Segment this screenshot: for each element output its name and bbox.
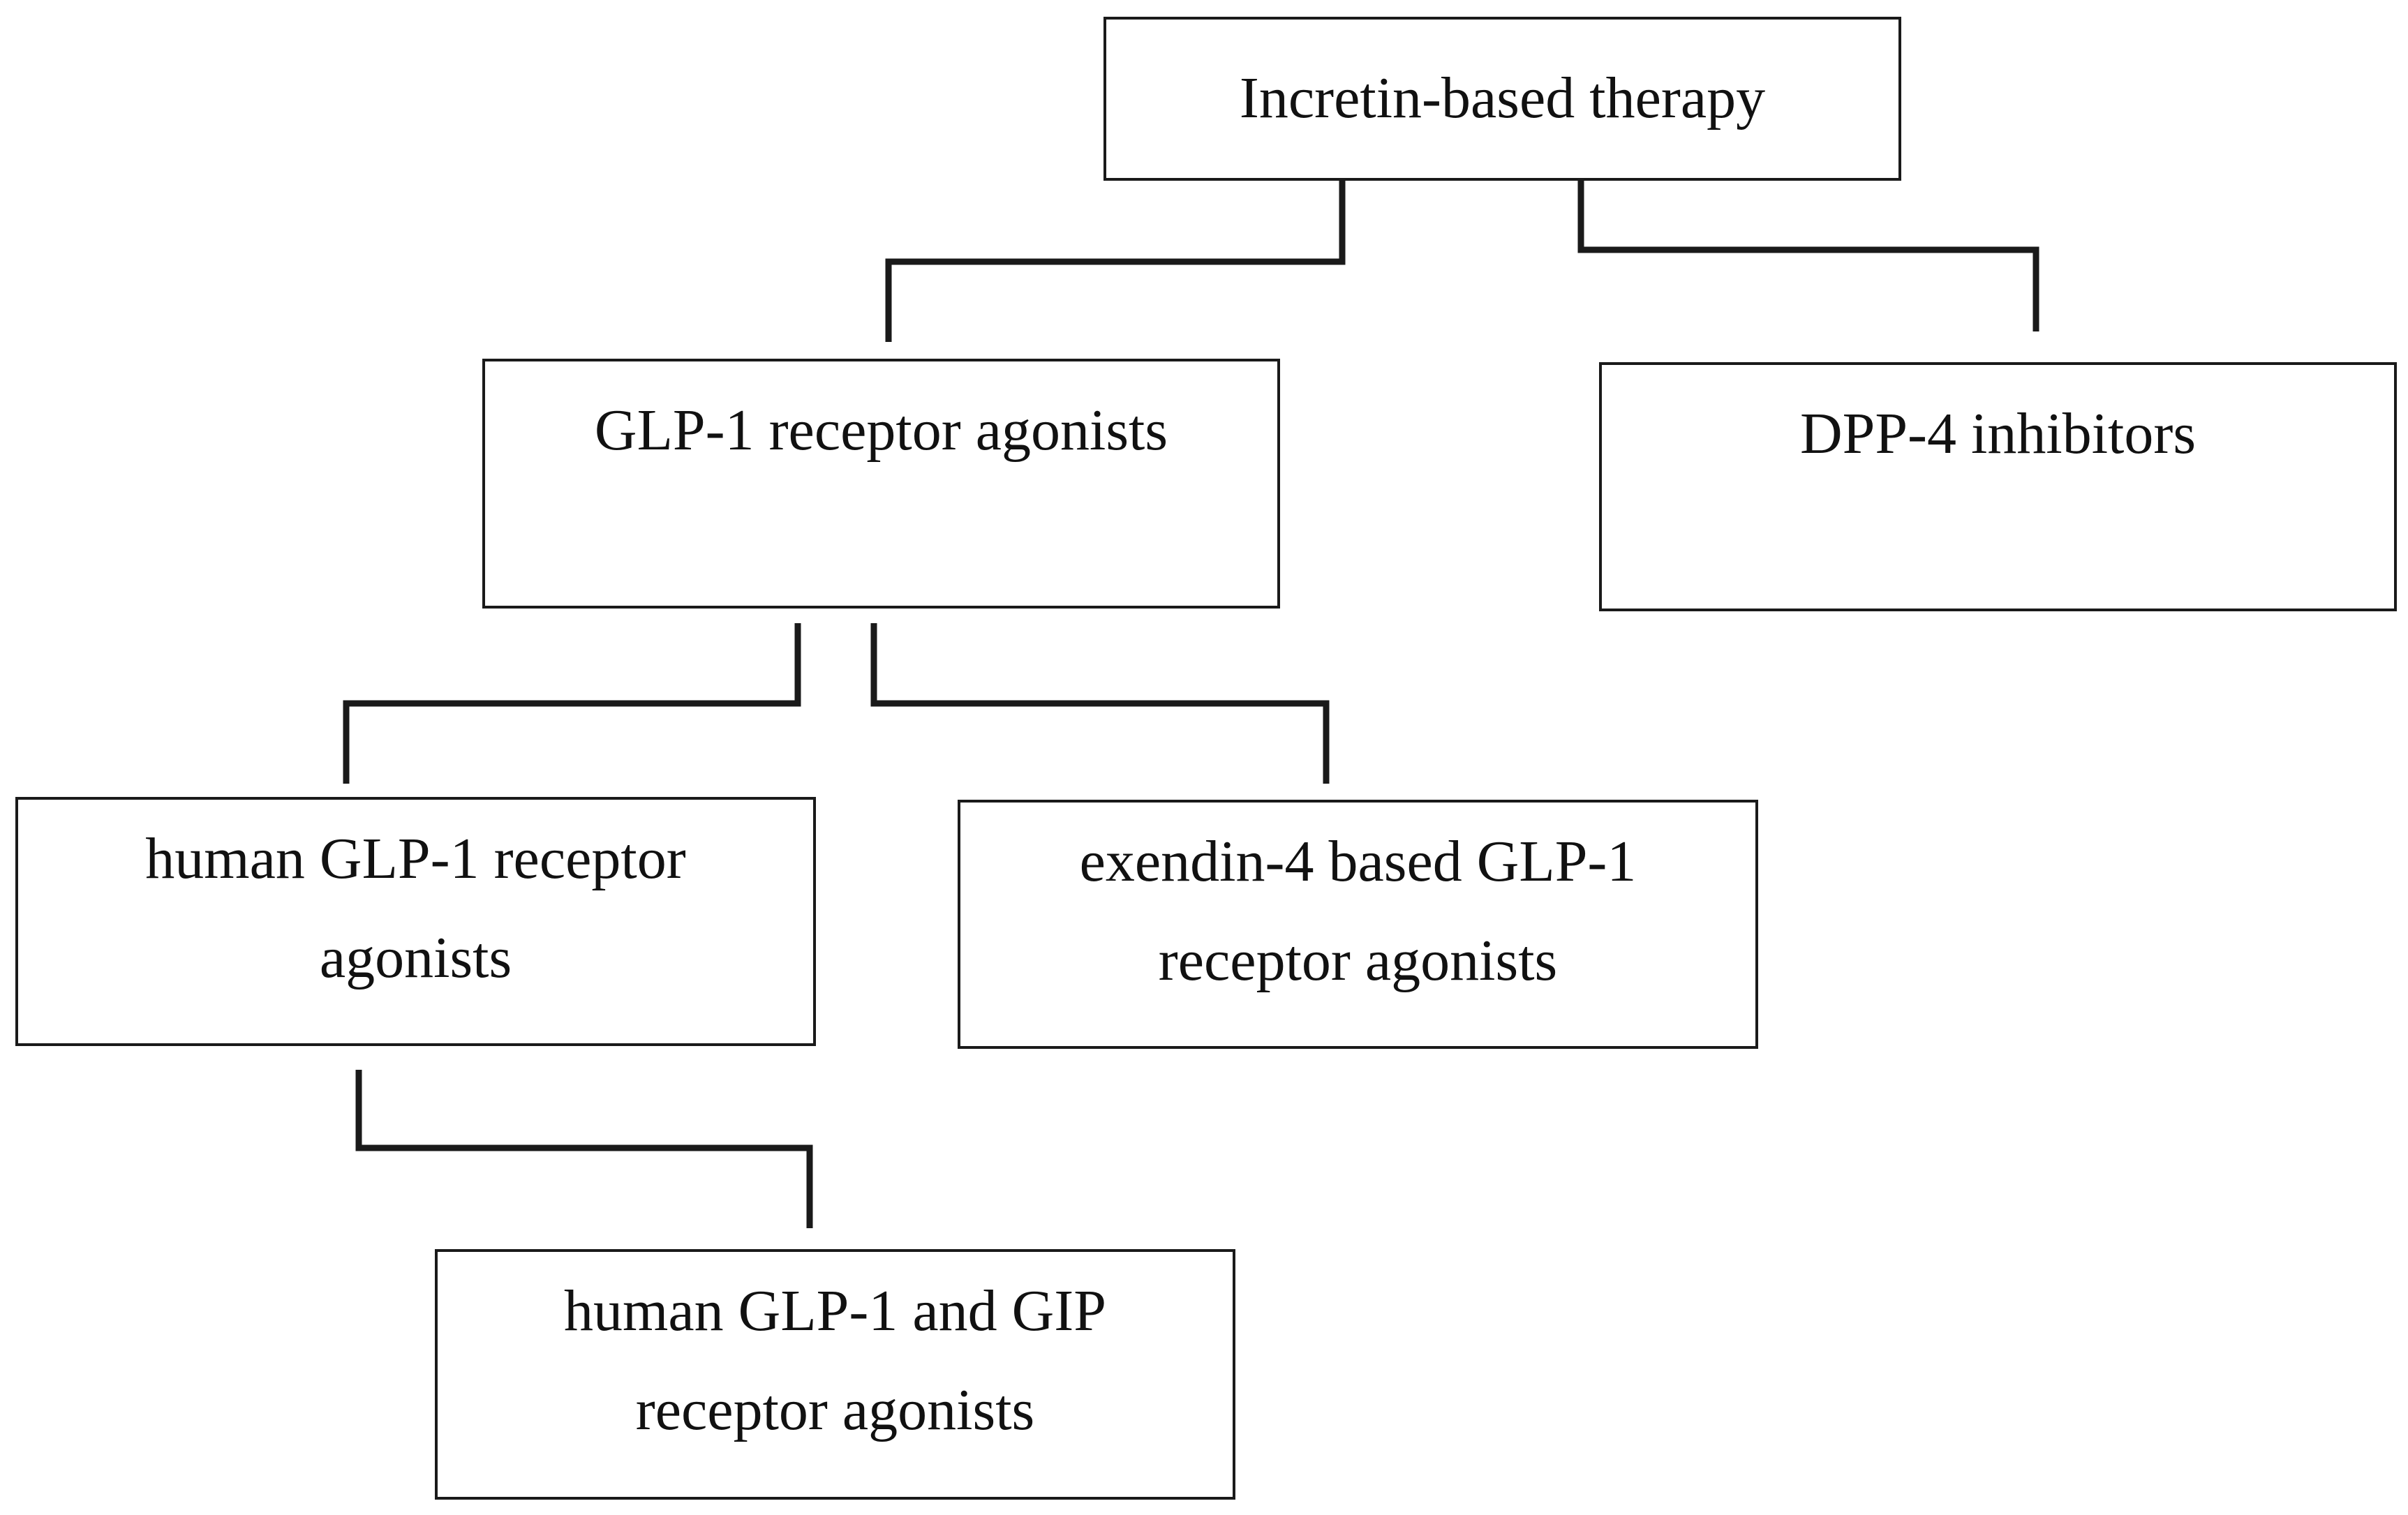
human-glp1-and-gip-receptor-agonists-label-line-1: human GLP-1 and GIP (564, 1278, 1106, 1343)
dpp4-inhibitors-label: DPP-4 inhibitors (1799, 401, 2197, 466)
incretin-based-therapy-box: Incretin-based therapy (1103, 17, 1901, 181)
exendin4-based-glp1-receptor-agonists-box: exendin-4 based GLP-1 receptor agonists (958, 800, 1758, 1049)
glp1-receptor-agonists-label: GLP-1 receptor agonists (594, 398, 1168, 463)
exendin4-based-glp1-receptor-agonists-label-line-1: exendin-4 based GLP-1 (1079, 829, 1637, 894)
exendin4-based-glp1-receptor-agonists-label-line-2: receptor agonists (1158, 928, 1558, 993)
connector-glp1-to-exendin (870, 623, 1330, 784)
glp1-receptor-agonists-box: GLP-1 receptor agonists (482, 359, 1280, 609)
human-glp1-and-gip-receptor-agonists-box: human GLP-1 and GIP receptor agonists (435, 1249, 1235, 1500)
connector-glp1-to-human-glp1 (343, 623, 801, 784)
dpp4-inhibitors-box: DPP-4 inhibitors (1599, 362, 2397, 611)
connector-human-glp1-to-dual-agonists (355, 1070, 813, 1228)
incretin-based-therapy-label: Incretin-based therapy (1239, 66, 1766, 130)
connector-incretin-to-dpp4-inhibitors (1577, 174, 2039, 331)
human-glp1-receptor-agonists-box: human GLP-1 receptor agonists (15, 797, 816, 1046)
human-glp1-and-gip-receptor-agonists-label-line-2: receptor agonists (635, 1378, 1035, 1442)
human-glp1-receptor-agonists-label-line-2: agonists (319, 925, 512, 990)
human-glp1-receptor-agonists-label-line-1: human GLP-1 receptor (145, 826, 686, 891)
connector-incretin-to-glp1-receptor-agonists (885, 180, 1346, 342)
